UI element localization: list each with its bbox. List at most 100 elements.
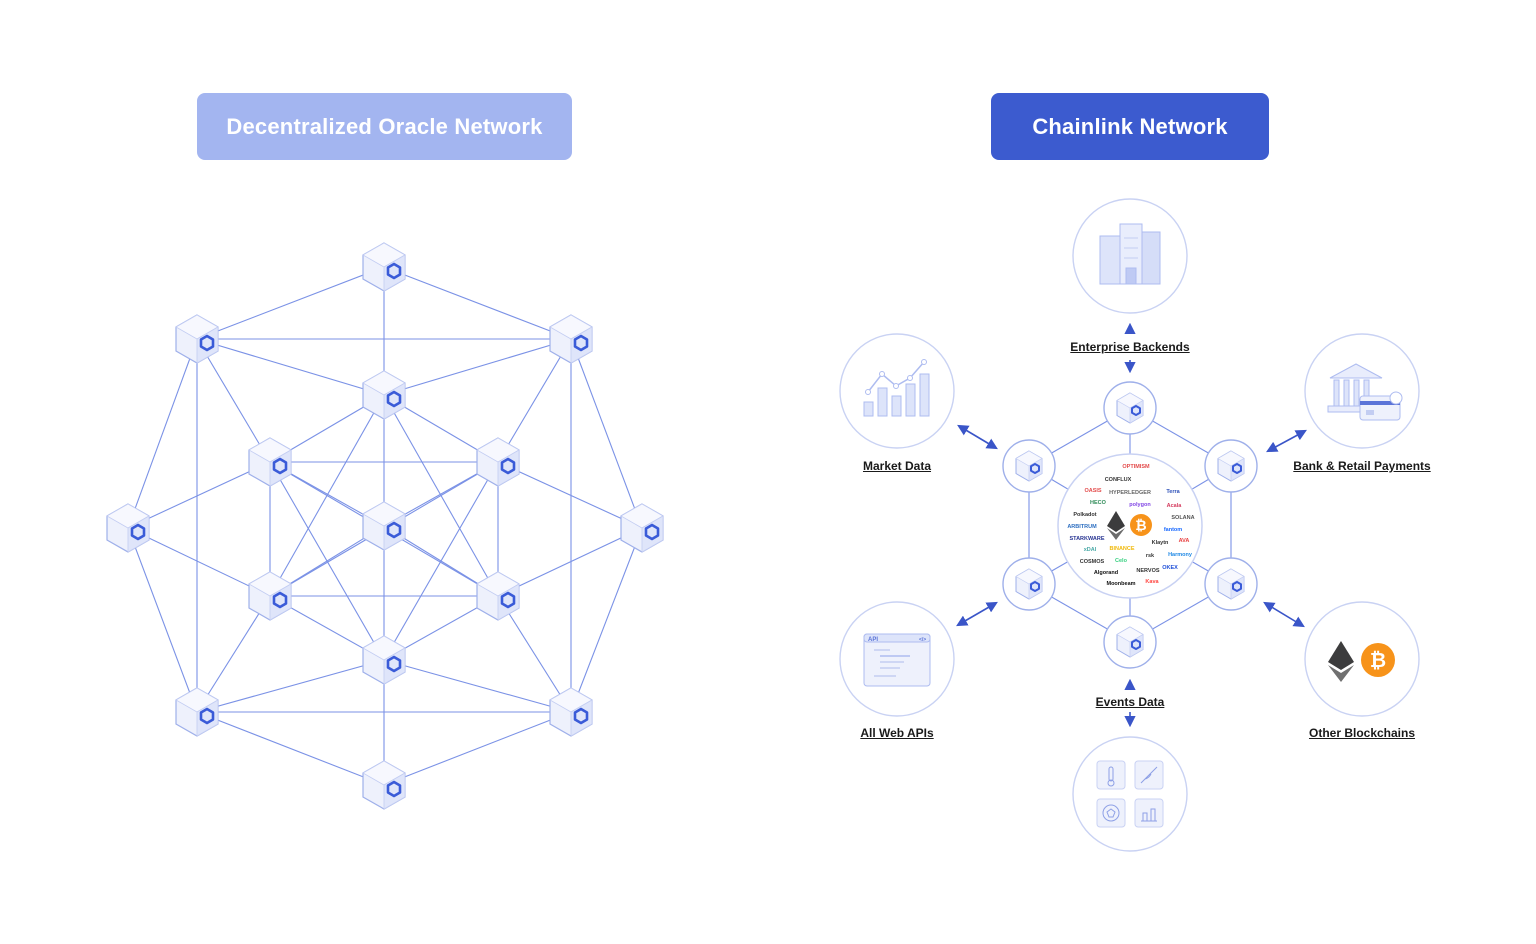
- left-edge: [383, 338, 572, 396]
- chainlink-node-b: [1103, 615, 1157, 669]
- hub-circle: [1057, 453, 1203, 599]
- ethereum-icon: [1107, 511, 1125, 540]
- chainlink-node-t: [1103, 381, 1157, 435]
- hub-logo-item: polygon: [1129, 502, 1151, 508]
- hub-logo-item: Terra: [1166, 489, 1180, 495]
- oracle-node-br: [548, 686, 594, 738]
- oracle-node-top: [361, 241, 407, 293]
- right-title: Chainlink Network: [991, 93, 1269, 160]
- hub-logo-item: AVA: [1179, 538, 1190, 544]
- hub-logo-item: Acala: [1167, 503, 1183, 509]
- oracle-node-lc: [361, 634, 407, 686]
- label-market-data: Market Data: [862, 459, 932, 473]
- bar-chart-icon: [863, 359, 930, 417]
- hub-logo-item: Kava: [1145, 579, 1159, 585]
- bitcoin-icon: ₿: [1130, 514, 1152, 536]
- bank-card-icon: [1327, 363, 1403, 421]
- label-events-data: Events Data: [1095, 695, 1165, 709]
- hub-logo-item: fantom: [1164, 527, 1182, 533]
- label-all-web-apis: All Web APIs: [860, 726, 934, 740]
- svg-text:₿: ₿: [1135, 517, 1146, 533]
- oracle-node-bot: [361, 759, 407, 811]
- connection-arrows: [956, 322, 1307, 728]
- left-edge: [127, 527, 271, 597]
- left-edge: [196, 338, 271, 463]
- svg-text:</>: </>: [919, 637, 926, 643]
- hub-logo-item: Klaytn: [1152, 540, 1169, 546]
- svg-text:API: API: [868, 637, 878, 643]
- apis-circle: API </>: [839, 601, 955, 717]
- oracle-node-ul: [174, 313, 220, 365]
- left-edge: [127, 461, 271, 529]
- events-grid-icon: [1096, 760, 1164, 828]
- hub-logo-item: ARBITRUM: [1067, 524, 1097, 530]
- left-edge: [383, 659, 572, 713]
- right-network-nodes: [1002, 381, 1258, 669]
- left-edge: [497, 527, 643, 597]
- hub-logo-item: STARKWARE: [1069, 536, 1104, 542]
- market-circle: [839, 333, 955, 449]
- hub-logo-cloud: OPTIMISM CONFLUX OASIS HYPERLEDGER TerraHECO…: [1067, 464, 1194, 587]
- hub-logo-item: Polkadot: [1073, 512, 1096, 518]
- left-network-nodes: [105, 241, 665, 811]
- oracle-node-ur: [548, 313, 594, 365]
- label-bank-retail-payments: Bank & Retail Payments: [1293, 459, 1431, 473]
- hub-logo-item: HYPERLEDGER: [1109, 490, 1151, 496]
- building-icon: [1099, 223, 1161, 285]
- left-edge: [196, 338, 385, 396]
- left-edge: [196, 595, 271, 713]
- left-edge: [570, 338, 643, 529]
- left-edge: [497, 595, 572, 713]
- hub-center-coins: ₿: [1107, 511, 1152, 540]
- left-edge: [383, 711, 572, 786]
- hub-logo-item: BINANCE: [1109, 546, 1134, 552]
- oracle-node-ll: [247, 570, 293, 622]
- left-edge: [497, 461, 643, 529]
- left-edge: [127, 527, 198, 713]
- enterprise-circle: [1072, 198, 1188, 314]
- left-title: Decentralized Oracle Network: [197, 93, 572, 160]
- left-edge: [196, 659, 385, 713]
- left-edge: [570, 527, 643, 713]
- label-enterprise-backends: Enterprise Backends: [1070, 340, 1190, 354]
- left-edge: [127, 338, 198, 529]
- oracle-node-bl: [174, 686, 220, 738]
- left-edge: [497, 338, 572, 463]
- oracle-node-il: [247, 436, 293, 488]
- chainlink-node-bl: [1002, 557, 1056, 611]
- left-edge: [196, 711, 385, 786]
- hub-logo-item: COSMOS: [1080, 559, 1105, 565]
- hub-logo-item: Algorand: [1094, 570, 1118, 576]
- hub-logo-item: Celo: [1115, 558, 1128, 564]
- oracle-node-fr: [619, 502, 665, 554]
- blockchains-circle: ₿: [1304, 601, 1420, 717]
- eth-btc-icon: ₿: [1328, 641, 1395, 682]
- hub-logo-item: SOLANA: [1171, 515, 1194, 521]
- hub-logo-item: OKEX: [1162, 565, 1178, 571]
- hub-logo-item: Harmony: [1168, 552, 1193, 558]
- oracle-node-fl: [105, 502, 151, 554]
- oracle-node-ir: [475, 436, 521, 488]
- hub-logo-item: OPTIMISM: [1122, 464, 1150, 470]
- left-edge: [383, 266, 572, 340]
- hub-logo-item: CONFLUX: [1105, 477, 1132, 483]
- hub-logo-item: Moonbeam: [1106, 581, 1135, 587]
- hub-logo-item: rsk: [1146, 553, 1155, 559]
- hub-logo-item: HECO: [1090, 500, 1107, 506]
- bank-circle: [1304, 333, 1420, 449]
- oracle-node-uc: [361, 369, 407, 421]
- svg-text:₿: ₿: [1370, 650, 1386, 672]
- events-circle: [1072, 736, 1188, 852]
- hub-logo-item: xDAI: [1084, 547, 1097, 553]
- left-edge: [196, 266, 385, 340]
- label-other-blockchains: Other Blockchains: [1308, 726, 1416, 740]
- hub-logo-item: OASIS: [1084, 488, 1101, 494]
- chainlink-node-br: [1204, 557, 1258, 611]
- hub-logo-item: NERVOS: [1136, 568, 1159, 574]
- oracle-node-lr: [475, 570, 521, 622]
- chainlink-node-tl: [1002, 439, 1056, 493]
- api-window-icon: API </>: [863, 633, 931, 687]
- oracle-node-c: [361, 500, 407, 552]
- chainlink-node-tr: [1204, 439, 1258, 493]
